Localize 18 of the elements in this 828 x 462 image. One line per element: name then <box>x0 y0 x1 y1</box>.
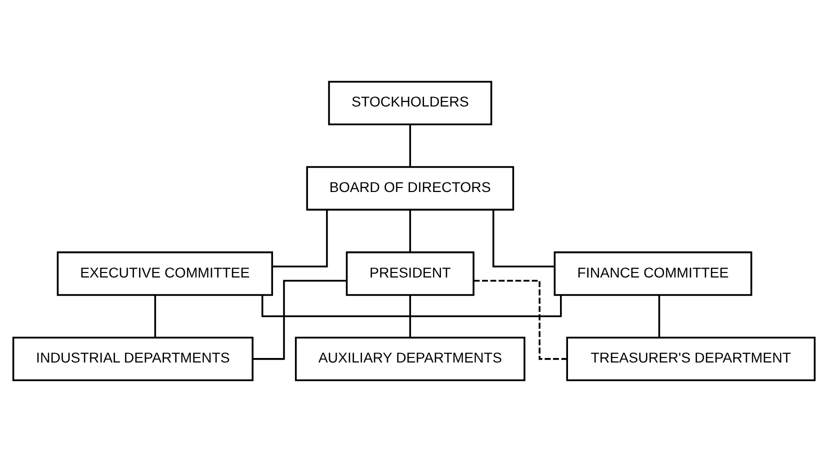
node-box: TREASURER'S DEPARTMENT <box>566 336 816 382</box>
connector <box>658 295 660 338</box>
connector <box>409 210 412 252</box>
connector <box>252 280 347 360</box>
node-box: EXECUTIVE COMMITTEE <box>56 251 274 296</box>
node-box: AUXILIARY DEPARTMENTS <box>294 336 526 382</box>
connector <box>492 210 555 268</box>
connector <box>272 210 328 268</box>
connector <box>474 280 567 360</box>
connector <box>409 295 412 338</box>
connector <box>409 124 412 167</box>
node-box: STOCKHOLDERS <box>328 80 492 126</box>
connector <box>154 295 156 338</box>
connector <box>261 295 562 318</box>
node-box: PRESIDENT <box>346 251 474 296</box>
node-box: FINANCE COMMITTEE <box>554 251 752 296</box>
node-box: BOARD OF DIRECTORS <box>306 166 514 211</box>
node-box: INDUSTRIAL DEPARTMENTS <box>12 336 254 382</box>
